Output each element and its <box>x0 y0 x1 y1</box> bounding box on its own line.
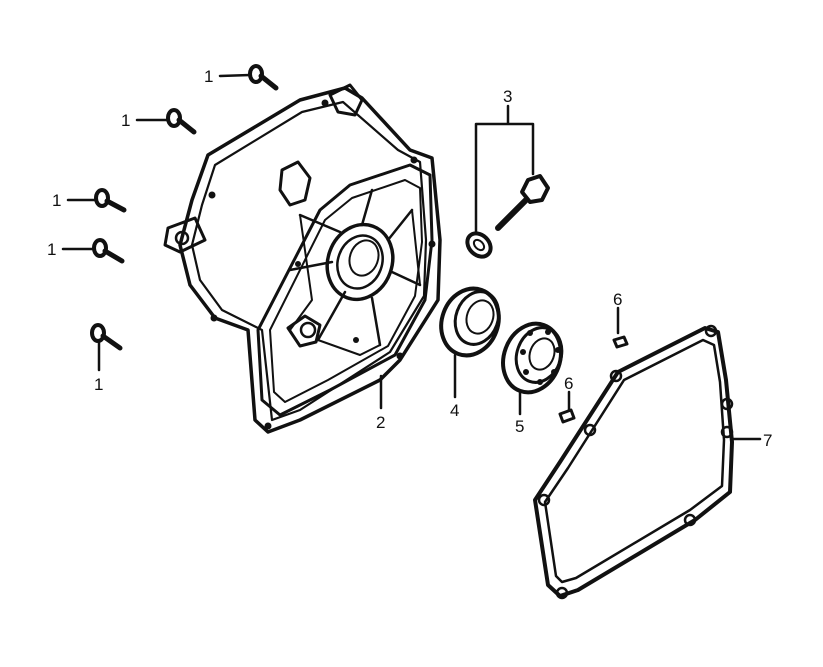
ball-bearing-icon <box>501 321 564 395</box>
crankcase-cover <box>163 83 442 434</box>
bolt-e-icon <box>90 323 123 351</box>
bolt-d-icon <box>92 238 125 264</box>
callout-bolt-b: 1 <box>121 111 130 130</box>
callout-pin-a: 6 <box>613 290 622 309</box>
drain-plug-icon <box>495 174 550 231</box>
callout-bolt-c: 1 <box>52 191 61 210</box>
gasket-icon <box>533 324 734 600</box>
callout-seal: 4 <box>450 401 459 420</box>
washer-icon <box>465 231 493 259</box>
callout-gasket: 7 <box>763 431 772 450</box>
callout-bolt-e: 1 <box>94 375 103 394</box>
callout-bolt-d: 1 <box>47 240 56 259</box>
callout-labels: 1 1 1 1 1 2 3 4 5 6 6 7 <box>47 67 772 450</box>
callout-pin-b: 6 <box>564 374 573 393</box>
oil-seal-icon <box>439 286 501 358</box>
callout-bearing: 5 <box>515 417 524 436</box>
leader-lines <box>61 73 762 441</box>
dowel-pin-a-icon <box>612 335 629 349</box>
bolt-c-icon <box>94 188 127 213</box>
callout-cover: 2 <box>376 413 385 432</box>
bolt-b-icon <box>166 108 197 135</box>
bolt-a-icon <box>248 64 279 91</box>
callout-drain: 3 <box>503 87 512 106</box>
dowel-pin-b-icon <box>558 408 576 424</box>
callout-bolt-a: 1 <box>204 67 213 86</box>
